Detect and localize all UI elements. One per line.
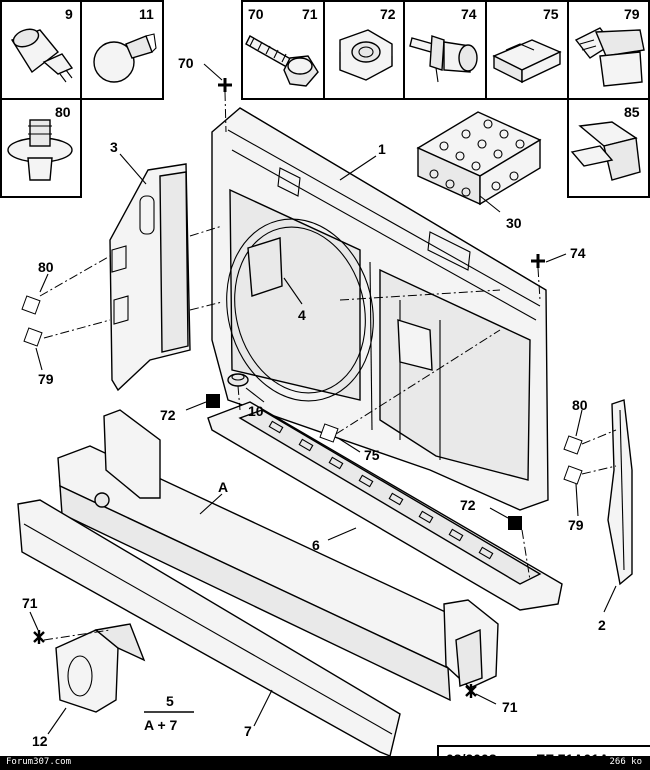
side-guide-2 [607,399,633,586]
inset-label-70: 70 [248,6,264,22]
leader-lines [29,63,617,735]
inset-label-74: 74 [461,6,477,22]
clip-79-left-icon [23,327,43,347]
callout-79-right: 79 [568,517,584,533]
bracket-12 [55,623,146,713]
plus-74-icon [531,254,545,268]
footer-bar [0,756,650,770]
callout-75: 75 [364,447,380,463]
callout-71-right: 71 [502,699,518,715]
bolt-icon [409,35,478,83]
callout-70: 70 [178,55,194,71]
callout-10: 10 [248,403,264,419]
fraction-note: 5 A + 7 [144,693,194,733]
fraction-denominator: A + 7 [144,717,178,733]
side-deflector-3 [109,163,191,392]
callout-7: 7 [244,723,252,739]
inset-label-79: 79 [624,6,640,22]
callout-6: 6 [312,537,320,553]
nut-72-left-icon [206,394,220,408]
bumper-beam-A [57,409,499,702]
fan-shroud-4 [226,218,374,402]
callout-71-left: 71 [22,595,38,611]
callout-4: 4 [298,307,306,323]
hex-nut-icon [339,29,393,81]
clip-squares [21,295,583,530]
callout-79-left: 79 [38,371,54,387]
clip-75-icon [319,423,339,443]
star-markers [33,630,477,698]
crossmember-slots [268,420,494,560]
inset-label-11: 11 [139,6,154,22]
callout-80-left: 80 [38,259,54,275]
lower-crossmember-6 [207,401,563,611]
inset-label-85: 85 [624,104,640,120]
callout-A: A [218,479,228,495]
inset-label-9: 9 [65,6,73,22]
callout-80-right: 80 [572,397,588,413]
callout-1: 1 [378,141,386,157]
screw-icon [245,35,319,87]
plus-70-icon [218,78,232,92]
star-71-left-icon [33,630,45,644]
clip-80-left-icon [21,295,41,315]
star-71-right-icon [465,684,477,698]
assembly-lines [39,91,617,641]
bracket-clip-icon [570,121,641,181]
clip-80-right-icon [563,435,583,455]
callout-12: 12 [32,733,48,749]
inset-label-80: 80 [55,104,71,120]
callout-72-right: 72 [460,497,476,513]
grommet-10 [227,373,249,387]
inset-label-75: 75 [543,6,559,22]
fraction-numerator: 5 [166,693,174,709]
callout-72-left: 72 [160,407,176,423]
plus-markers [218,78,545,268]
spring-clip-icon [574,27,645,87]
callout-3: 3 [110,139,118,155]
front-panel-frame-1 [211,107,549,511]
callout-74: 74 [570,245,586,261]
callout-30: 30 [506,215,522,231]
push-cap-icon [93,33,157,83]
rect-clip-icon [492,39,562,84]
stud-icon [10,28,74,83]
nut-72-right-icon [508,516,522,530]
flanged-clip-icon [7,119,73,181]
watermark: Forum307.com [6,757,72,767]
inset-label-72: 72 [380,6,396,22]
clip-79-right-icon [563,465,583,485]
file-size: 266 ko [609,757,642,767]
inset-label-71: 71 [302,6,318,22]
callout-2: 2 [598,617,606,633]
screw-kit-30 [416,111,542,206]
